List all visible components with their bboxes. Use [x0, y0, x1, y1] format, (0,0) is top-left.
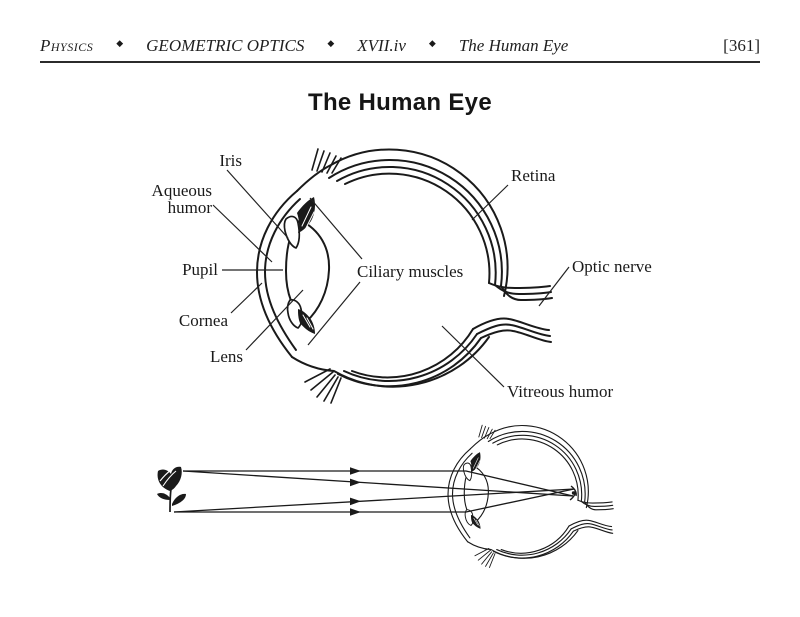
iris-leader [226, 169, 289, 239]
retinal-image-mark [569, 485, 577, 501]
light-rays [173, 470, 575, 513]
vitreous-humor-leader [441, 325, 505, 388]
diamond-separator-icon: ◆ [116, 38, 124, 48]
retina-leader [471, 184, 509, 221]
small-eye [447, 424, 614, 569]
page-title: The Human Eye [308, 89, 492, 116]
label-aqueous-humor-line2: humor [168, 198, 213, 217]
object-flower [157, 466, 186, 513]
flower-leaf-left [157, 493, 170, 500]
diamond-separator-icon: ◆ [428, 38, 436, 48]
ray-top-parallel [183, 470, 574, 497]
label-optic-nerve: Optic nerve [572, 257, 652, 276]
page-header: Physics ◆ GEOMETRIC OPTICS ◆ XVII.iv ◆ T… [40, 37, 760, 54]
ray-arrowheads [350, 467, 361, 516]
leader-lines [212, 169, 570, 388]
ray-top-central [182, 470, 574, 497]
label-retina: Retina [511, 166, 556, 185]
diamond-separator-icon: ◆ [327, 38, 335, 48]
label-vitreous-humor: Vitreous humor [507, 382, 613, 401]
optic-nerve-leader [538, 266, 570, 307]
flower-leaf-right [172, 493, 186, 506]
label-lens: Lens [210, 347, 243, 366]
ciliary-lower-leader [307, 281, 361, 346]
ray-bottom-central [173, 488, 575, 513]
header-subject: Physics [40, 36, 94, 55]
ciliary-upper-leader [309, 197, 363, 260]
label-cornea: Cornea [179, 311, 229, 330]
cornea-leader [230, 282, 263, 314]
flower-stem [169, 488, 172, 513]
header-section-title: The Human Eye [458, 36, 569, 55]
ray-diagram [157, 424, 614, 569]
main-eye-diagram: Iris Aqueous humor Pupil Cornea Lens Cil… [152, 148, 652, 404]
aqueous-humor-leader [212, 204, 273, 263]
label-iris: Iris [219, 151, 242, 170]
label-ciliary-muscles: Ciliary muscles [357, 262, 463, 281]
flower-bud-highlights [159, 469, 177, 487]
header-chapter: GEOMETRIC OPTICS [146, 36, 305, 55]
label-aqueous-humor-line1: Aqueous [152, 181, 212, 200]
page-number: [361] [723, 36, 760, 55]
header-section-number: XVII.iv [357, 36, 406, 55]
ray-bottom-parallel [174, 488, 575, 513]
header-rule [40, 61, 760, 63]
label-pupil: Pupil [182, 260, 218, 279]
lens-leader [245, 289, 304, 351]
